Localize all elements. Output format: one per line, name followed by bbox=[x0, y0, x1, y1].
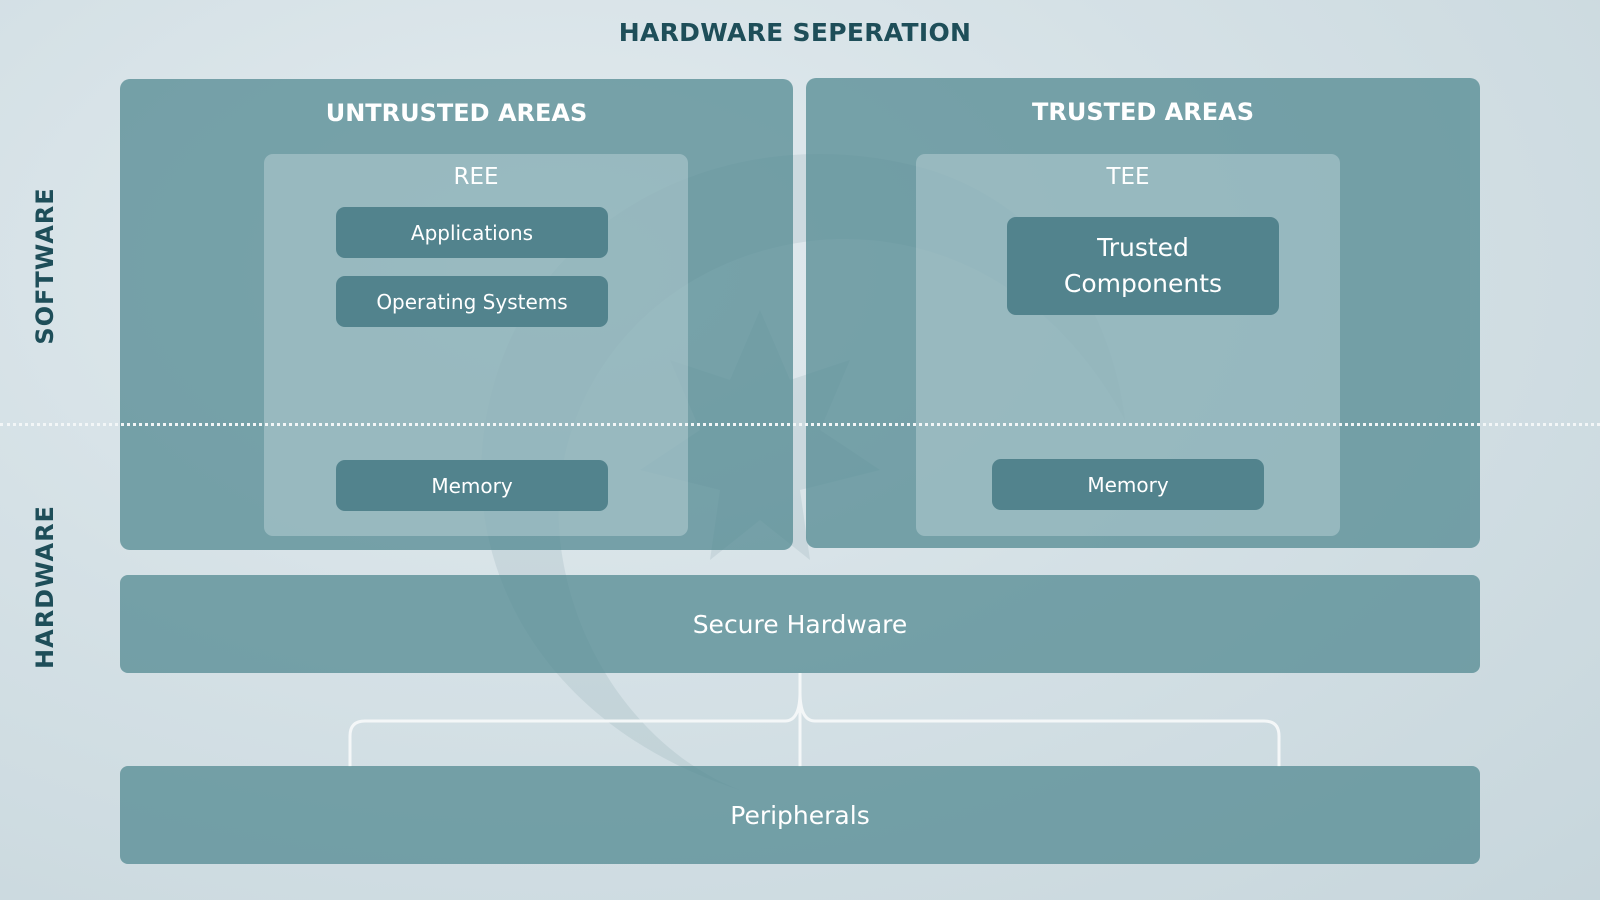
software-layer-label: SOFTWARE bbox=[31, 187, 59, 345]
ree-memory-chip: Memory bbox=[336, 460, 608, 511]
hardware-layer-label: HARDWARE bbox=[31, 505, 59, 669]
applications-chip: Applications bbox=[336, 207, 608, 258]
layer-divider-line bbox=[0, 423, 1600, 426]
tee-box: TEE Trusted Components Memory bbox=[916, 154, 1340, 536]
operating-systems-chip: Operating Systems bbox=[336, 276, 608, 327]
peripherals-bar: Peripherals bbox=[120, 766, 1480, 864]
trusted-components-line-2: Components bbox=[1063, 269, 1223, 298]
untrusted-areas-title: UNTRUSTED AREAS bbox=[325, 99, 588, 127]
diagram-title: HARDWARE SEPERATION bbox=[618, 18, 972, 47]
trusted-areas-title: TRUSTED AREAS bbox=[1032, 98, 1254, 126]
trusted-areas-panel: TRUSTED AREAS TEE Trusted Components Mem… bbox=[806, 78, 1480, 548]
tee-memory-chip: Memory bbox=[992, 459, 1264, 510]
secure-hardware-bar: Secure Hardware bbox=[120, 575, 1480, 673]
ree-box: REE Applications Operating Systems Memor… bbox=[264, 154, 688, 536]
trusted-components-chip: Trusted Components bbox=[1007, 217, 1279, 315]
tee-title: TEE bbox=[1106, 164, 1150, 190]
trusted-components-line-1: Trusted bbox=[1097, 233, 1189, 262]
untrusted-areas-panel: UNTRUSTED AREAS REE Applications Operati… bbox=[120, 79, 793, 550]
ree-title: REE bbox=[453, 164, 499, 190]
